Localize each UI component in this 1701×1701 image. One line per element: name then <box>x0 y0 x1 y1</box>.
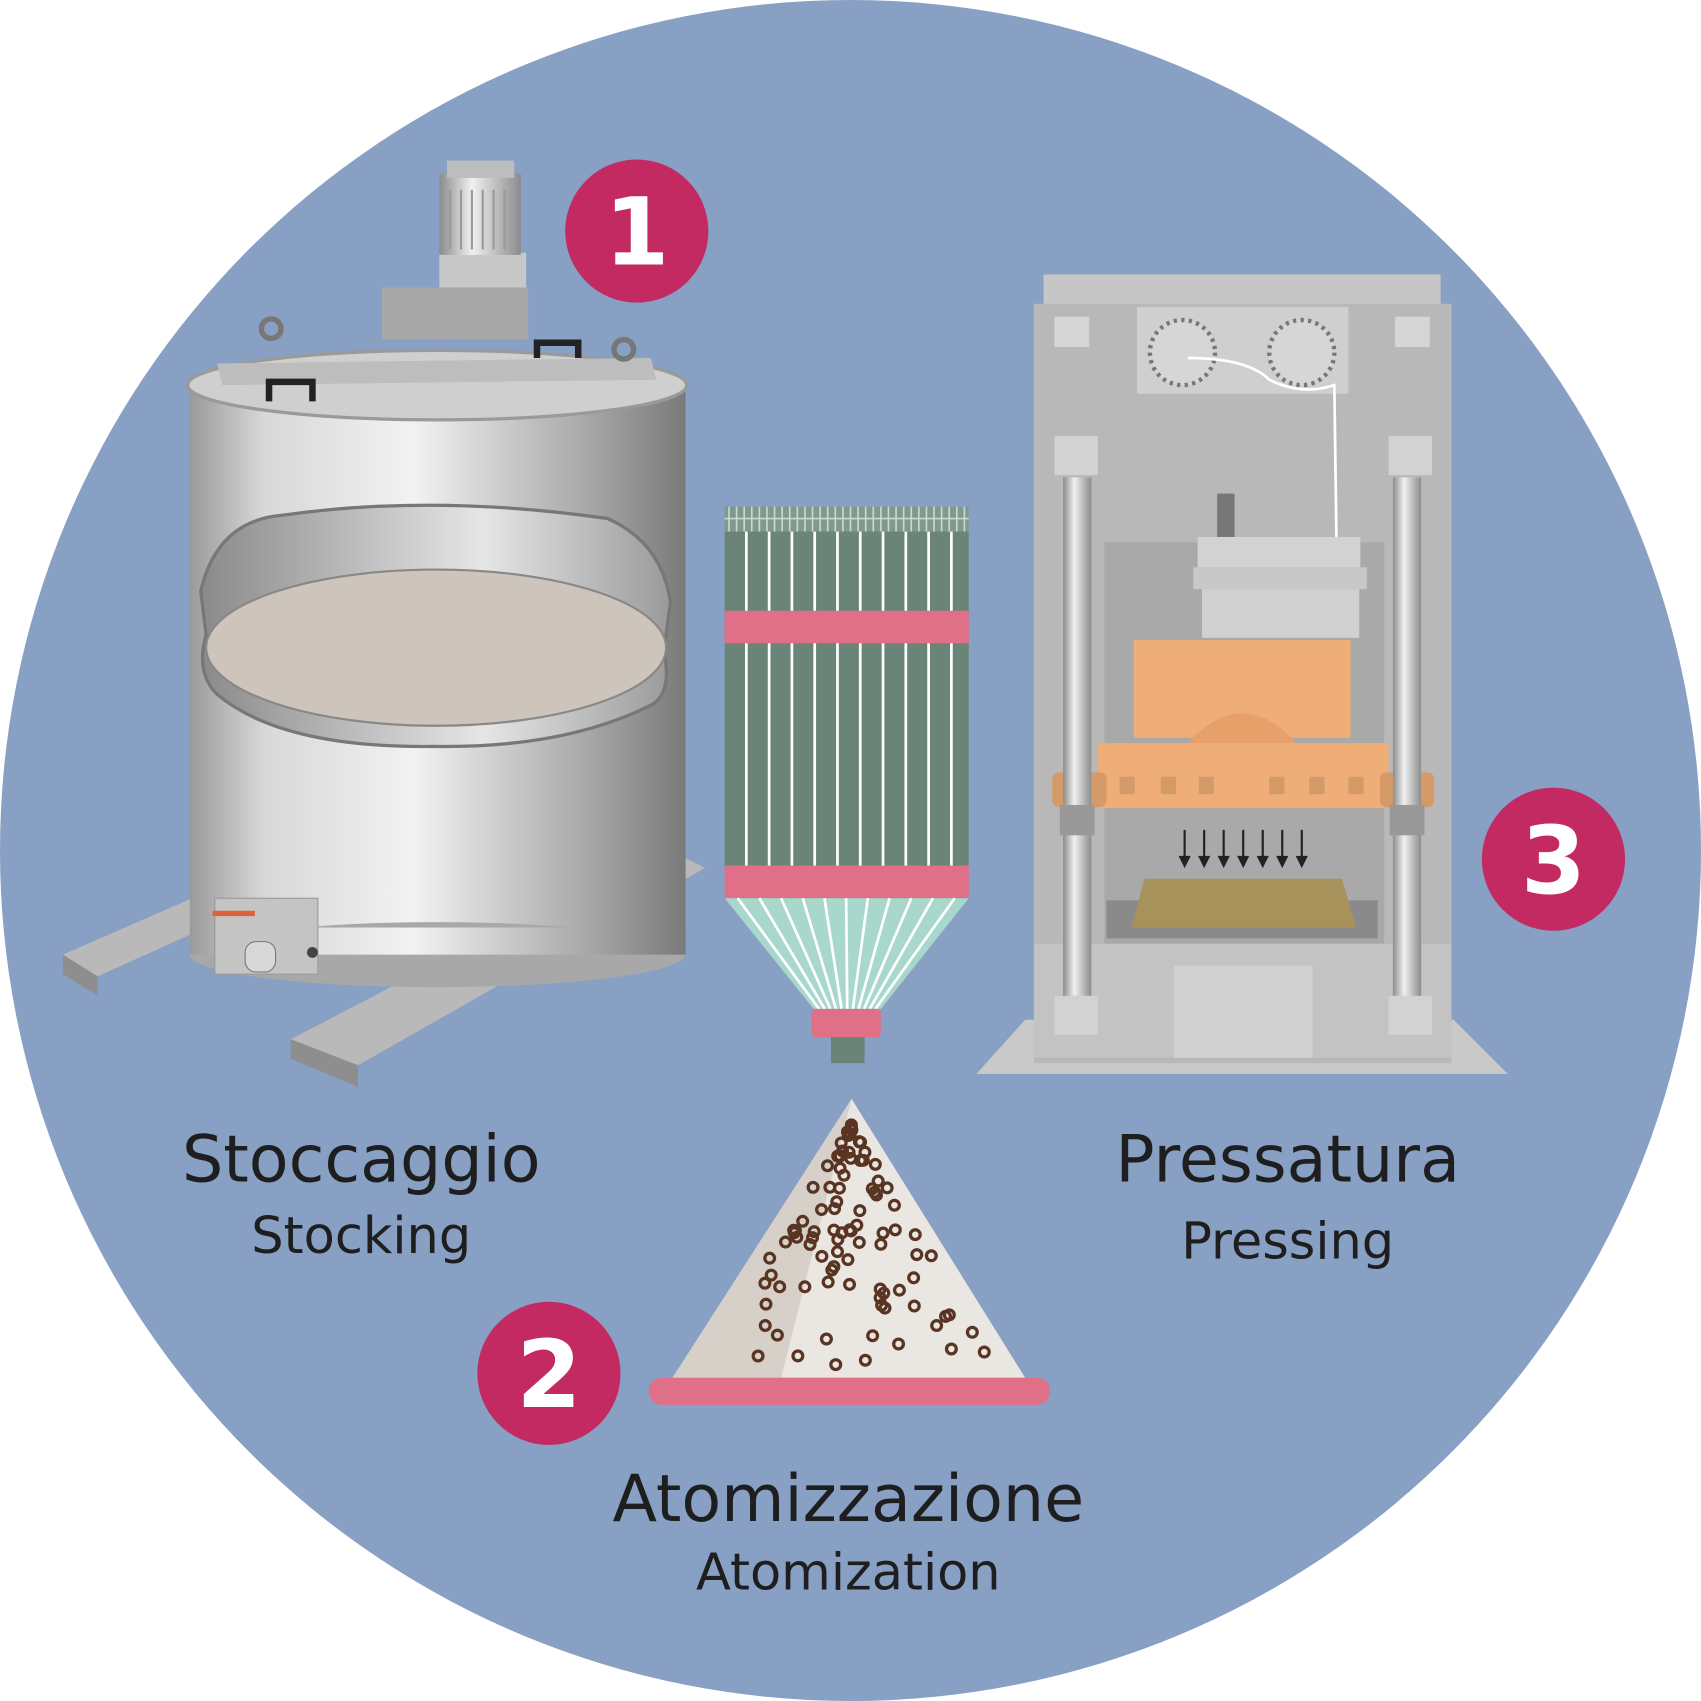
spray-ray <box>758 897 826 1010</box>
granule <box>965 1325 979 1339</box>
granule <box>787 1223 801 1237</box>
press-arrowhead <box>1256 855 1269 869</box>
badge-number: 1 <box>604 179 669 288</box>
granule <box>870 1188 884 1202</box>
granule <box>829 1358 843 1372</box>
granule <box>834 1136 848 1150</box>
granule <box>796 1214 810 1228</box>
powder-pile-icon <box>648 1098 1051 1405</box>
granule <box>944 1342 958 1356</box>
granule <box>892 1337 906 1351</box>
spray-ray <box>851 898 870 1010</box>
granule <box>759 1297 773 1311</box>
granule <box>868 1157 882 1171</box>
granule <box>876 1226 890 1240</box>
step-subtitle-pressing: Pressing <box>1181 1212 1394 1271</box>
press-arrowhead <box>1178 855 1191 869</box>
granule <box>907 1299 921 1313</box>
granule <box>866 1329 880 1343</box>
granule <box>806 1180 820 1194</box>
granule <box>845 1123 859 1137</box>
press-arrowhead <box>1295 855 1308 869</box>
granule <box>908 1228 922 1242</box>
granule <box>828 1202 842 1216</box>
granule <box>888 1223 902 1237</box>
granule <box>764 1268 778 1282</box>
granule <box>853 1204 867 1218</box>
granule <box>773 1280 787 1294</box>
granule <box>815 1203 829 1217</box>
slurry-surface <box>205 568 668 727</box>
granule <box>758 1319 772 1333</box>
spray-ray <box>801 897 838 1010</box>
step-title-pressing: Pressatura <box>1115 1122 1460 1197</box>
granule <box>815 1249 829 1263</box>
spray-ray <box>779 897 832 1010</box>
granule <box>887 1198 901 1212</box>
spray-ray <box>868 897 935 1010</box>
granule <box>852 1235 866 1249</box>
granule <box>873 1291 887 1305</box>
granule <box>910 1248 924 1262</box>
granule <box>830 1245 844 1259</box>
step-badge-1: 1 <box>565 159 709 303</box>
granule <box>977 1345 991 1359</box>
step-title-stocking: Stoccaggio <box>182 1122 541 1197</box>
granule <box>852 1135 866 1149</box>
granule <box>843 1277 857 1291</box>
granule <box>892 1283 906 1297</box>
granule <box>798 1280 812 1294</box>
granule <box>763 1251 777 1265</box>
spray-ray <box>857 897 891 1010</box>
storage-tank-icon <box>62 160 706 1087</box>
step-badge-3: 3 <box>1481 787 1626 931</box>
granule <box>875 1298 889 1312</box>
spray-ray <box>862 897 913 1010</box>
spray-ray <box>736 897 821 1010</box>
granule <box>841 1253 855 1267</box>
granule <box>907 1271 921 1285</box>
press-arrowhead <box>1217 855 1230 869</box>
granule <box>770 1328 784 1342</box>
spray-ray <box>874 897 956 1010</box>
granule <box>791 1349 805 1363</box>
granule <box>819 1332 833 1346</box>
granule <box>825 1263 839 1277</box>
step-badge-2: 2 <box>477 1301 621 1445</box>
granule <box>874 1237 888 1251</box>
granule <box>880 1181 894 1195</box>
granule <box>806 1231 820 1245</box>
press-arrowhead <box>1237 855 1250 869</box>
hydraulic-press-icon <box>976 274 1508 1074</box>
granule <box>832 1181 846 1195</box>
granule <box>930 1319 944 1333</box>
spray-dryer-icon <box>724 506 969 1064</box>
granule <box>751 1349 765 1363</box>
granule <box>827 1223 841 1237</box>
granule <box>858 1353 872 1367</box>
spray-ray <box>823 898 843 1010</box>
press-arrowhead <box>1198 855 1211 869</box>
granule <box>821 1275 835 1289</box>
granule <box>844 1151 858 1165</box>
granule <box>831 1149 845 1163</box>
granule <box>924 1249 938 1263</box>
granule <box>833 1161 847 1175</box>
spray-ray <box>844 898 849 1009</box>
step-title-atomization: Atomizzazione <box>612 1462 1084 1537</box>
step-subtitle-atomization: Atomization <box>696 1543 1001 1602</box>
granule <box>807 1225 821 1239</box>
granule <box>779 1235 793 1249</box>
press-arrowhead <box>1276 855 1289 869</box>
granule <box>844 1118 858 1132</box>
granule <box>820 1159 835 1173</box>
granule <box>858 1145 872 1159</box>
granule <box>758 1276 772 1290</box>
granule <box>830 1195 844 1209</box>
step-subtitle-stocking: Stocking <box>251 1207 471 1266</box>
badge-number: 2 <box>516 1321 581 1430</box>
granule <box>942 1308 956 1322</box>
badge-number: 3 <box>1521 807 1586 916</box>
granule <box>803 1237 817 1252</box>
